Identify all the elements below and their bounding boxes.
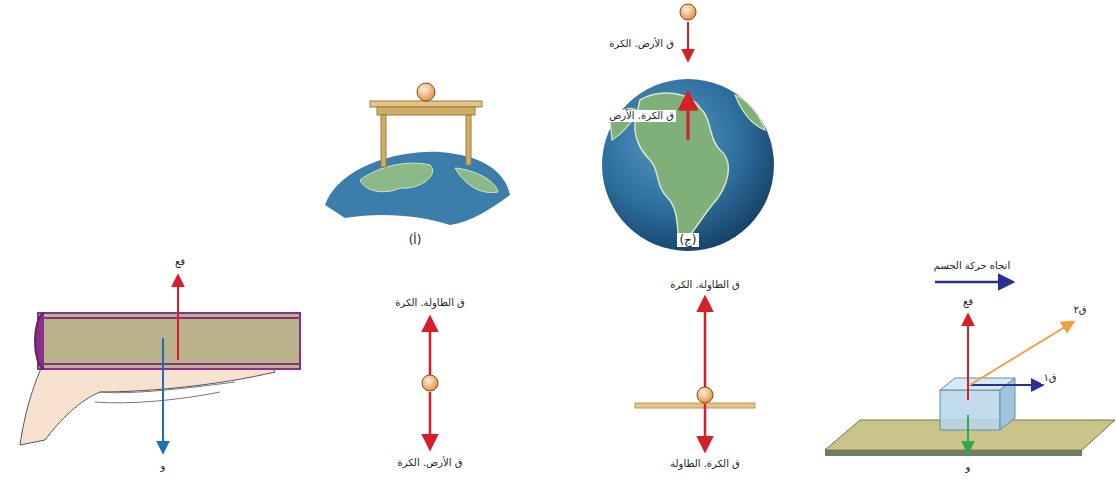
force-label: ق الأرض. الكرة [607,38,676,50]
force-label: (ج) [677,233,698,247]
force-label: اتجاه حركة الجسم [932,260,1012,272]
force-label: ق١ [1041,372,1058,384]
force-label: ق الطاولة. الكرة [668,279,742,291]
force-label: قع [173,256,187,268]
force-label: ق الكرة. الطاولة [668,458,742,470]
force-label: ق الكرة. الأرض [607,110,676,122]
force-label: و [159,460,168,472]
force-label: و [964,461,973,473]
force-label: ق الأرض. الكرة [396,457,465,469]
force-label: ق٢ [1071,304,1088,316]
force-label: ق الطاولة. الكرة [393,297,467,309]
force-label: (أ) [407,233,424,247]
force-label: قع [961,296,975,308]
